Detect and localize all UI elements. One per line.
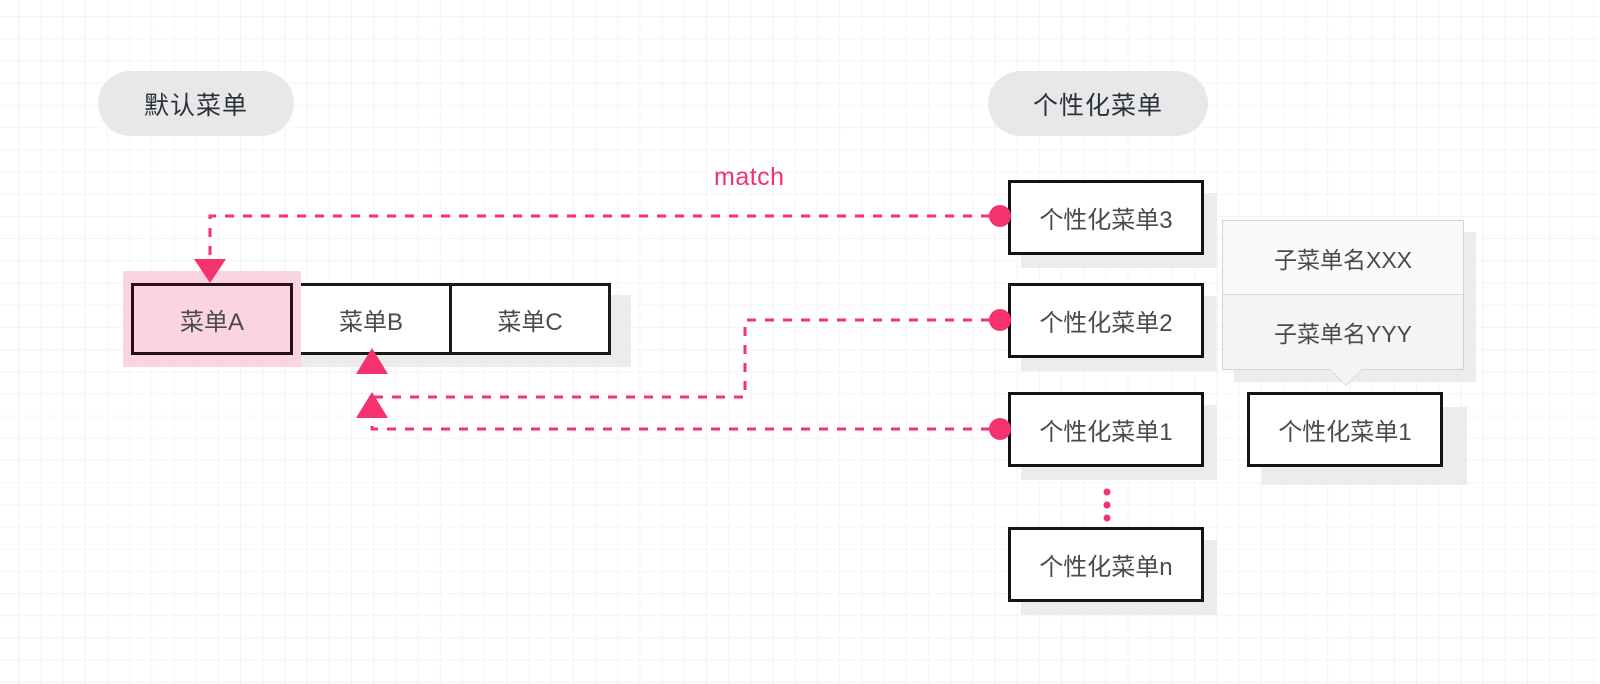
submenu-item-xxx[interactable]: 子菜单名XXX [1223, 221, 1463, 295]
personalized-menu-2[interactable]: 个性化菜单2 [1008, 283, 1204, 358]
personalized-menu-3[interactable]: 个性化菜单3 [1008, 180, 1204, 255]
wire-match-menu1 [370, 412, 990, 431]
pill-personalized-label: 个性化菜单 [1032, 91, 1163, 120]
section-pill-default-menu: 默认菜单 [98, 71, 294, 136]
submenu-item-xxx-label: 子菜单名XXX [1273, 246, 1413, 273]
personalized-menu-3-label: 个性化菜单3 [1039, 207, 1173, 234]
wire-match-menu3 [208, 214, 990, 258]
personalized-menu-1-detail-label: 个性化菜单1 [1278, 419, 1412, 446]
vertical-ellipsis-dot [1103, 501, 1111, 509]
submenu-panel: 子菜单名XXX 子菜单名YYY [1222, 220, 1464, 370]
personalized-menu-n[interactable]: 个性化菜单n [1008, 527, 1204, 602]
menu-item-b-label: 菜单B [338, 308, 403, 336]
menu-item-b[interactable]: 菜单B [290, 283, 452, 355]
personalized-menu-2-label: 个性化菜单2 [1039, 310, 1173, 337]
submenu-item-yyy-label: 子菜单名YYY [1273, 321, 1413, 347]
personalized-menu-1-detail[interactable]: 个性化菜单1 [1247, 392, 1443, 467]
menu-item-a[interactable]: 菜单A [131, 283, 293, 355]
personalized-menu-1[interactable]: 个性化菜单1 [1008, 392, 1204, 467]
submenu-pointer-icon [1330, 369, 1362, 385]
personalized-menu-1-label: 个性化菜单1 [1039, 419, 1173, 446]
submenu-item-yyy[interactable]: 子菜单名YYY [1223, 295, 1463, 369]
pill-default-label: 默认菜单 [143, 91, 248, 120]
arrowhead-up-menu-b-lower [356, 392, 388, 418]
personalized-menu-n-label: 个性化菜单n [1039, 554, 1173, 581]
menu-item-c[interactable]: 菜单C [449, 283, 611, 355]
default-menu-bar: 菜单A 菜单B 菜单C [131, 283, 611, 355]
vertical-ellipsis-dot [1103, 488, 1111, 496]
vertical-ellipsis-dot [1103, 514, 1111, 522]
match-annotation-label: match [714, 163, 785, 191]
section-pill-personalized-menu: 个性化菜单 [988, 71, 1208, 136]
menu-item-a-label: 菜单A [179, 308, 244, 336]
menu-item-c-label: 菜单C [497, 308, 563, 336]
